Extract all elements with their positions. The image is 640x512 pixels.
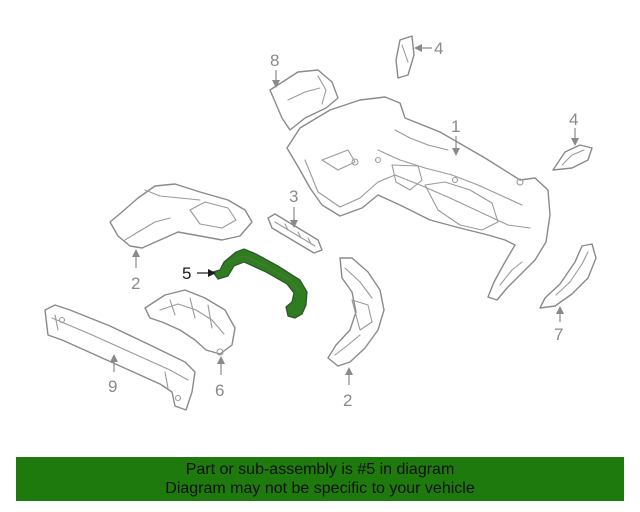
parts-diagram: 1 2 2 3 4 4 5 6 7 xyxy=(44,35,597,411)
callout-5: 5 xyxy=(182,264,216,283)
callout-2-right: 2 xyxy=(343,367,353,410)
part-7-corner-bracket[interactable] xyxy=(539,243,597,309)
callout-9: 9 xyxy=(108,354,118,396)
callout-4-top: 4 xyxy=(414,39,443,58)
banner-line-2: Diagram may not be specific to your vehi… xyxy=(165,480,475,497)
part-3-bracket[interactable] xyxy=(267,213,323,254)
callout-8: 8 xyxy=(270,51,280,88)
callout-label-2-right: 2 xyxy=(343,391,352,410)
part-1-bumper-cover[interactable] xyxy=(286,96,551,301)
callout-6: 6 xyxy=(215,356,225,400)
part-4-top-clip[interactable] xyxy=(395,35,415,79)
callout-label-4-top: 4 xyxy=(434,39,443,58)
callout-4-right: 4 xyxy=(569,110,579,146)
callout-label-6: 6 xyxy=(215,381,224,400)
part-8-side-panel[interactable] xyxy=(269,69,339,131)
callout-2-left: 2 xyxy=(131,249,140,293)
callout-label-8: 8 xyxy=(270,51,279,70)
callout-3: 3 xyxy=(289,187,298,228)
part-2-left-side-bracket[interactable] xyxy=(109,183,253,249)
callout-1: 1 xyxy=(451,117,460,156)
part-4-right-reflector[interactable] xyxy=(552,144,593,171)
callout-label-1: 1 xyxy=(451,117,460,136)
part-2-right-side-bracket[interactable] xyxy=(327,257,385,367)
callout-label-7: 7 xyxy=(554,325,563,344)
part-5-bracket-highlighted[interactable] xyxy=(212,248,308,319)
callout-label-9: 9 xyxy=(108,377,117,396)
callout-label-3: 3 xyxy=(289,187,298,206)
banner-line-1: Part or sub-assembly is #5 in diagram xyxy=(185,461,455,478)
callout-label-5: 5 xyxy=(182,264,191,283)
info-banner: Part or sub-assembly is #5 in diagram Di… xyxy=(16,457,624,501)
callout-label-2-left: 2 xyxy=(131,274,140,293)
part-9-reinforcement-beam[interactable] xyxy=(44,304,196,411)
callout-7: 7 xyxy=(554,306,564,344)
callout-label-4-right: 4 xyxy=(569,110,578,129)
part-6-shield[interactable] xyxy=(144,289,236,356)
